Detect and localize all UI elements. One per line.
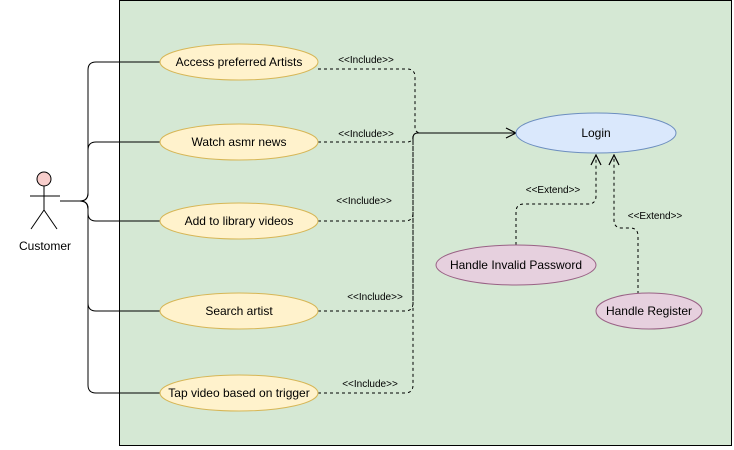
associations [60,61,160,394]
extend-label-2: <<Extend>> [628,211,683,222]
extend-lines [515,155,639,294]
use-case-shape [159,202,319,240]
actor-right-leg [43,209,58,230]
include-line-access-artists [318,68,422,134]
include-label-3: <<Include>> [336,196,392,207]
actor-head [36,171,52,187]
extension-label: Handle Invalid Password [450,258,582,272]
extension-shape [595,292,703,330]
use-case-register[interactable]: Handle Register [595,292,703,330]
use-case-tap-video[interactable]: Tap video based on trigger [159,374,319,412]
use-case-shape [159,43,319,81]
use-case-label: Watch asmr news [192,135,287,149]
use-case-shape [159,292,319,330]
extension-shape [435,244,597,286]
use-case-watch-news[interactable]: Watch asmr news [159,123,319,161]
use-case-add-library[interactable]: Add to library videos [159,202,319,240]
extend-line-register [614,155,639,294]
actor-customer: Customer [19,171,71,253]
use-case-label: Add to library videos [185,214,294,228]
include-label-5: <<Include>> [342,379,398,390]
include-label-2: <<Include>> [338,129,394,140]
extend-label-1: <<Extend>> [526,185,581,196]
extension-label: Handle Register [606,304,692,318]
use-case-login[interactable]: Login [515,112,677,154]
association-watch-news [60,141,160,202]
use-case-shape [159,374,319,412]
use-case-shape [159,123,319,161]
use-case-label: Tap video based on trigger [168,386,309,400]
use-case-search-artist[interactable]: Search artist [159,292,319,330]
login-label: Login [581,126,610,140]
use-case-label: Access preferred Artists [176,55,303,69]
include-label-1: <<Include>> [338,55,394,66]
use-case-access-artists[interactable]: Access preferred Artists [159,43,319,81]
use-case-label: Search artist [205,304,273,318]
use-case-invalid-password[interactable]: Handle Invalid Password [435,244,597,286]
include-arrow [412,133,516,141]
actor-left-leg [30,209,45,230]
login-shape [515,112,677,154]
association-tap-video [60,200,160,394]
include-label-4: <<Include>> [347,292,403,303]
actor-label: Customer [19,239,71,253]
